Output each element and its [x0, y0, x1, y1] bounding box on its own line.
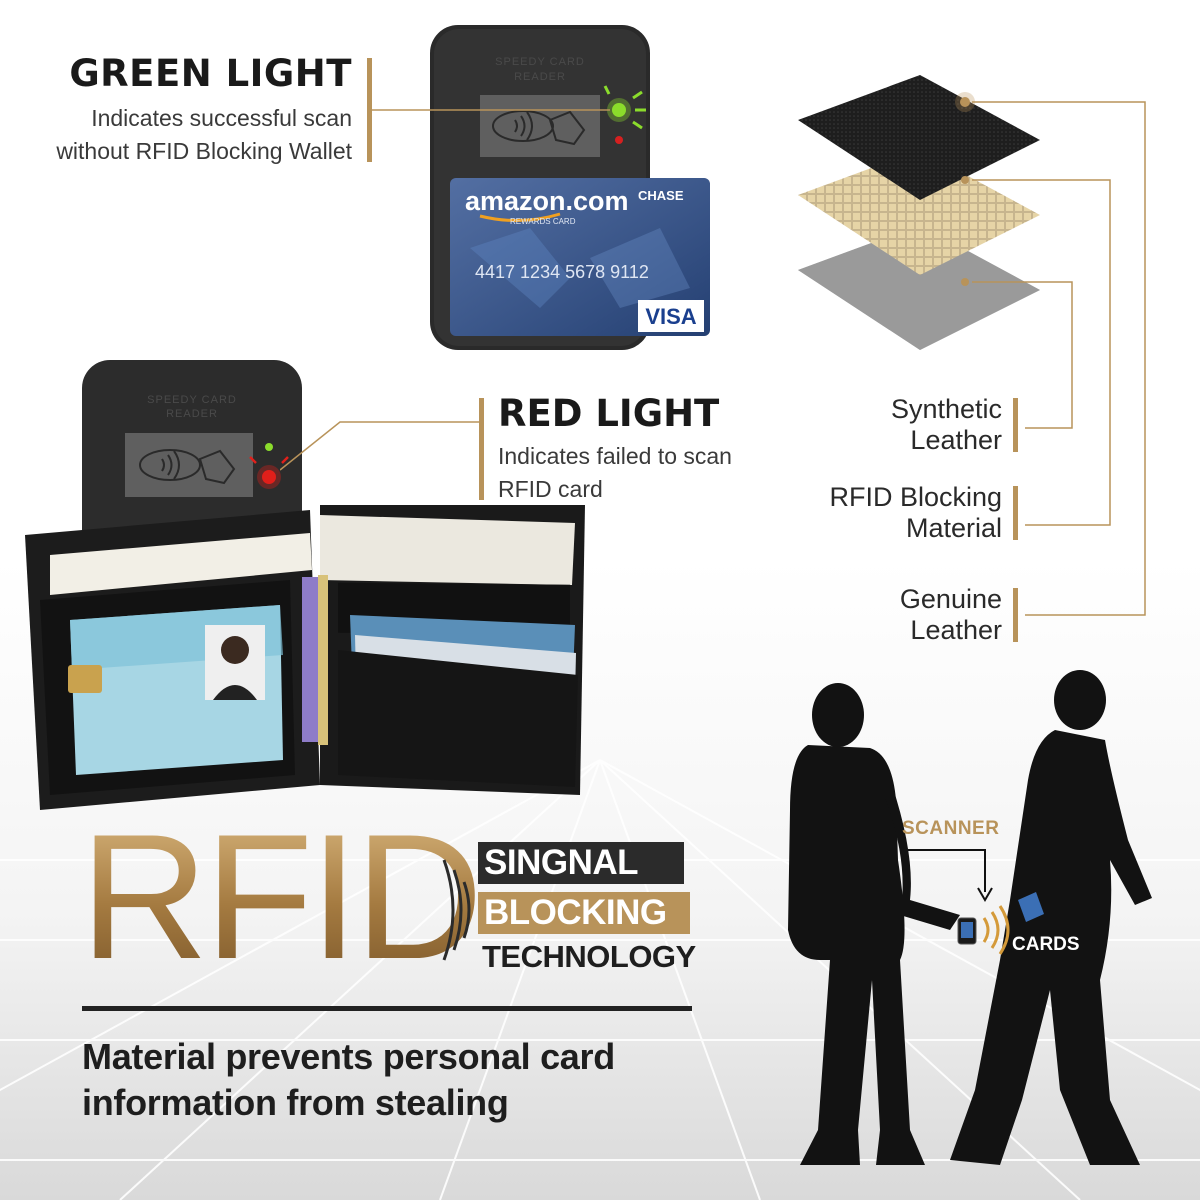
- rfid-headline: RFID: [80, 797, 483, 996]
- card-brand: amazon.com: [465, 186, 629, 216]
- svg-text:READER: READER: [166, 408, 218, 420]
- red-accent-bar: [479, 398, 484, 500]
- tagline: Material prevents personal card informat…: [82, 1034, 722, 1126]
- red-connector: [280, 421, 480, 471]
- layer-label-line: RFID Blocking: [829, 482, 1002, 512]
- layer-label-line: Material: [905, 513, 1002, 543]
- green-led-icon: [603, 85, 646, 130]
- layer-label-synthetic: Synthetic Leather: [782, 394, 1002, 456]
- layer-label-line: Leather: [910, 615, 1002, 645]
- green-light-heading: GREEN LIGHT: [69, 52, 352, 95]
- tag-blocking: BLOCKING: [478, 892, 690, 934]
- layer-label-genuine: Genuine Leather: [782, 584, 1002, 646]
- red-desc-line1: Indicates failed to scan: [498, 443, 732, 469]
- tag-singnal: SINGNAL: [478, 842, 684, 884]
- card-bank: CHASE: [638, 188, 684, 203]
- material-layers-diagram: [798, 75, 1146, 616]
- silhouette-thief: [788, 683, 960, 1165]
- pocket-card-icon: [1018, 892, 1044, 922]
- green-desc-line1: Indicates successful scan: [91, 105, 352, 131]
- card-number: 4417 1234 5678 9112: [475, 262, 649, 282]
- green-light-description: Indicates successful scan without RFID B…: [10, 102, 352, 168]
- layer-label-rfid: RFID Blocking Material: [782, 482, 1002, 544]
- red-light-heading: RED LIGHT: [498, 392, 720, 435]
- tagline-line2: information from stealing: [82, 1082, 509, 1123]
- tagline-line1: Material prevents personal card: [82, 1036, 615, 1077]
- pickpocket-scene: [788, 670, 1152, 1165]
- wallet-illustration: [25, 505, 585, 810]
- scan-signal-icon: [982, 905, 1010, 955]
- layer-bar-3: [1013, 588, 1018, 642]
- divider-rule: [82, 1006, 692, 1011]
- wallet-scanner-group: SPEEDY CARD READER: [25, 360, 585, 810]
- layer-label-line: Synthetic: [890, 394, 1002, 424]
- layer-label-line: Genuine: [899, 584, 1002, 614]
- svg-text:READER: READER: [514, 71, 566, 83]
- scanner-label: SCANNER: [902, 818, 1000, 839]
- rfid-blocking-layer: [798, 150, 1040, 275]
- red-desc-line2: RFID card: [498, 476, 603, 502]
- green-desc-line2: without RFID Blocking Wallet: [56, 138, 352, 164]
- scanner-device-top: SPEEDY CARD READER amazon.com REWARDS CA…: [430, 25, 710, 350]
- layer-bar-2: [1013, 486, 1018, 540]
- arrow-down-icon: [977, 887, 993, 902]
- layer-label-line: Leather: [910, 425, 1002, 455]
- credit-card: [450, 178, 710, 336]
- red-led-icon: [249, 456, 289, 489]
- silhouette-victim: [950, 670, 1152, 1165]
- card-sub: REWARDS CARD: [510, 217, 576, 226]
- synthetic-leather-layer: [798, 75, 1040, 200]
- layer-bar-1: [1013, 398, 1018, 452]
- green-connector: [370, 109, 610, 111]
- red-light-description: Indicates failed to scan RFID card: [498, 440, 798, 506]
- card-network: VISA: [645, 304, 696, 329]
- tag-technology: TECHNOLOGY: [482, 939, 696, 974]
- green-accent-bar: [367, 58, 372, 162]
- signal-waves-icon: [442, 859, 471, 961]
- svg-text:SPEEDY CARD: SPEEDY CARD: [495, 56, 585, 68]
- svg-text:SPEEDY CARD: SPEEDY CARD: [147, 394, 237, 406]
- cards-label: CARDS: [1012, 934, 1080, 955]
